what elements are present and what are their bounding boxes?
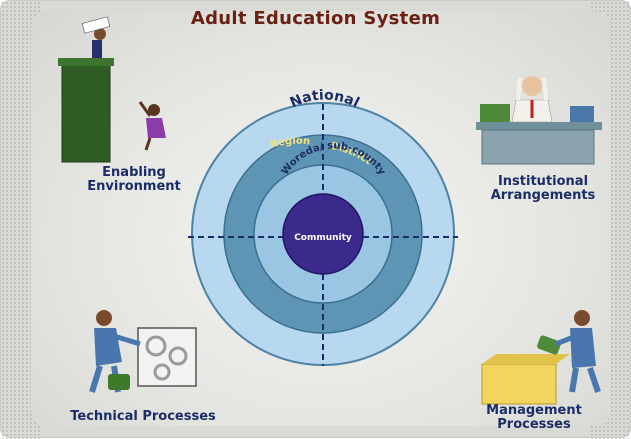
manager-leg: [569, 367, 579, 393]
yellow-box-top: [482, 354, 570, 364]
podium-top: [58, 58, 114, 66]
institutional-arrangements-illustration: [476, 76, 602, 165]
diagram-title: Adult Education System: [190, 8, 441, 29]
file-stack: [480, 104, 510, 122]
child-leg: [144, 137, 152, 151]
gear-icon: [153, 363, 171, 381]
man-arms: [516, 77, 548, 101]
gear-icon: [145, 335, 167, 357]
green-bucket: [537, 335, 561, 355]
child-body: [146, 118, 166, 138]
gear-icon: [168, 346, 188, 366]
ring-label-community: Community: [294, 233, 352, 243]
label-management-processes: Management Processes: [474, 404, 594, 432]
yellow-box: [481, 363, 557, 405]
worker-head: [96, 310, 112, 326]
man-head: [522, 76, 542, 96]
label-enabling-line2: Environment: [87, 179, 181, 194]
podium: [61, 61, 111, 163]
enabling-environment-illustration: [58, 16, 166, 163]
desk-body: [481, 129, 595, 165]
label-enabling-line1: Enabling: [102, 165, 166, 180]
label-institutional-line1: Institutional: [497, 174, 589, 189]
speaker-body: [92, 40, 102, 58]
toolbox: [108, 374, 130, 390]
worker-arm: [113, 333, 141, 347]
speaker-sign: [81, 16, 111, 34]
manager-arm: [555, 333, 577, 347]
speaker-head: [94, 28, 106, 40]
label-institutional-line2: Arrangements: [490, 188, 596, 203]
paper-stack: [570, 106, 594, 122]
ring-label-national: National: [288, 87, 362, 111]
label-enabling-environment: Enabling Environment: [74, 166, 194, 194]
desk-top: [476, 122, 602, 130]
label-management-line2: Processes: [497, 417, 571, 432]
worker-leg: [89, 365, 103, 393]
manager-leg: [587, 367, 601, 393]
child-arm: [138, 101, 152, 117]
manager-body: [570, 328, 596, 368]
label-technical-processes: Technical Processes: [70, 409, 216, 424]
child-head: [148, 104, 160, 116]
label-management-line1: Management: [486, 403, 582, 418]
worker-body: [94, 328, 122, 366]
technical-processes-illustration: [89, 310, 197, 393]
management-processes-illustration: [481, 310, 601, 405]
manager-head: [574, 310, 590, 326]
label-institutional-arrangements: Institutional Arrangements: [478, 175, 608, 203]
